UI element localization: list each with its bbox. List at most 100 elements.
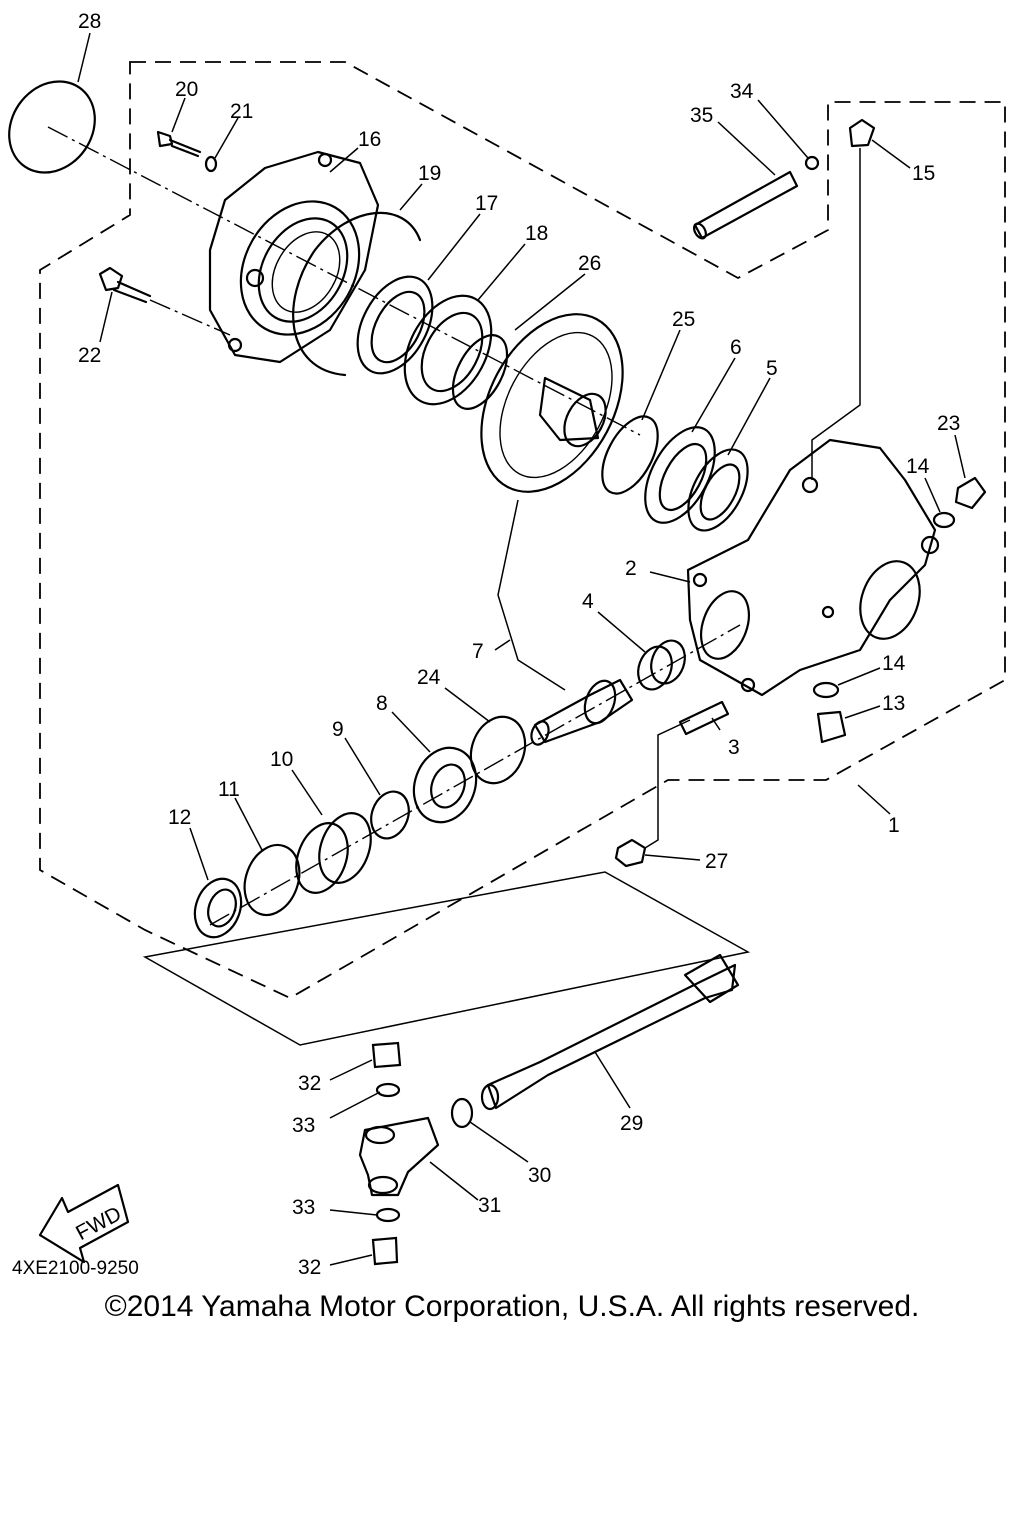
callout-31: 31 [478,1194,501,1217]
callout-35: 35 [690,104,713,127]
callout-7: 7 [472,640,484,663]
leader-19 [399,183,423,211]
part-19-circlip [292,211,422,377]
leader-11 [234,797,263,851]
leader-23 [954,434,966,479]
part-11-o-ring [243,843,301,917]
part-33-circlip-bottom [375,1207,401,1223]
part-29-propeller-shaft [480,953,740,1111]
leader-26 [514,273,586,331]
callout-22: 22 [78,344,101,367]
callout-27: 27 [705,850,728,873]
leader-8 [391,711,431,753]
callout-32-bottom: 32 [298,1256,321,1279]
leader-14b [837,667,881,686]
part-14-washer-top [932,511,956,529]
part-17-oil-seal [356,275,434,375]
parts-diagram: FWD 28 20 21 16 19 17 18 26 22 25 6 5 34… [8,10,1006,1279]
leader-17 [427,213,481,281]
leader-30 [469,1121,529,1163]
callout-5: 5 [766,357,778,380]
part-25-bearing [601,415,659,495]
callout-29: 29 [620,1112,643,1135]
callout-32-top: 32 [298,1072,321,1095]
leader-29 [594,1051,631,1109]
part-20-bolt [156,130,202,158]
callout-6: 6 [730,336,742,359]
leader-13 [844,705,881,719]
part-34-clip [804,155,820,171]
part-30-circlip [450,1097,474,1129]
leader-33a [329,1091,381,1119]
part-2-gear-case [686,438,940,697]
leader-18 [477,243,526,301]
callout-26: 26 [578,252,601,275]
leader-6 [691,357,736,433]
leader-7 [494,639,511,651]
callout-14-bottom: 14 [882,652,906,675]
callout-23: 23 [937,412,960,435]
leader-3 [711,717,721,731]
part-13-drain-plug [816,710,847,744]
callout-11: 11 [218,778,240,801]
centerline-bolt22 [149,299,231,336]
callout-34: 34 [730,80,754,103]
part-28-o-ring [8,80,96,174]
callout-33-bottom: 33 [292,1196,315,1219]
part-31-universal-joint [358,1116,440,1197]
leader-28 [77,32,91,83]
leader-2 [649,571,691,583]
callout-12: 12 [168,806,191,829]
leader-12 [189,827,209,881]
leader-21 [214,117,239,159]
callout-14-top: 14 [906,455,930,478]
part-16-case-cover [208,150,380,364]
leader-27 [644,854,701,861]
part-5-oil-seal [687,448,749,532]
part-24-shim [469,715,527,785]
leader-16 [329,147,359,173]
callout-20: 20 [175,78,198,101]
callout-15: 15 [912,162,935,185]
centerline-main [47,126,641,436]
callout-10: 10 [270,748,293,771]
leader-33b [329,1209,378,1216]
fwd-arrow-icon: FWD [38,1183,130,1264]
leader-1 [857,784,891,815]
callout-3: 3 [728,736,740,759]
leader-10 [291,769,323,816]
part-7-drive-pinion [530,678,634,746]
part-32-bearing-cap-bottom [371,1236,399,1266]
part-15-breather [811,118,876,480]
copyright-notice: ©2014 Yamaha Motor Corporation, U.S.A. A… [104,1290,920,1323]
leader-7-to-gear [497,499,566,691]
leader-5 [727,377,771,456]
leader-14a [924,477,941,513]
callout-28: 28 [78,10,101,33]
leader-27-to-case [644,719,691,849]
callout-16: 16 [358,128,381,151]
part-14-washer-bottom [812,681,840,699]
part-26-ring-gear [480,313,624,493]
leader-25 [641,329,681,421]
drawing-code: 4XE2100-9250 [12,1258,139,1279]
leader-34 [757,99,809,159]
part-8-bearing [412,746,478,824]
leader-32a [329,1059,373,1081]
part-35-hose [693,170,799,240]
leader-15 [871,139,911,169]
leader-35 [717,121,776,176]
callout-17: 17 [475,192,498,215]
part-9-collar [370,790,410,840]
callout-18: 18 [525,222,548,245]
part-10-ring-nut [295,812,372,894]
part-4-needle-bearing [637,639,686,691]
callout-24: 24 [417,666,441,689]
part-3-stud [678,700,730,736]
part-22-bolt [98,266,152,304]
callout-1: 1 [888,814,900,837]
part-32-bearing-cap-top [371,1041,402,1069]
leader-20 [171,97,186,133]
shaft-group-box [142,871,751,1046]
callout-33-top: 33 [292,1114,315,1137]
